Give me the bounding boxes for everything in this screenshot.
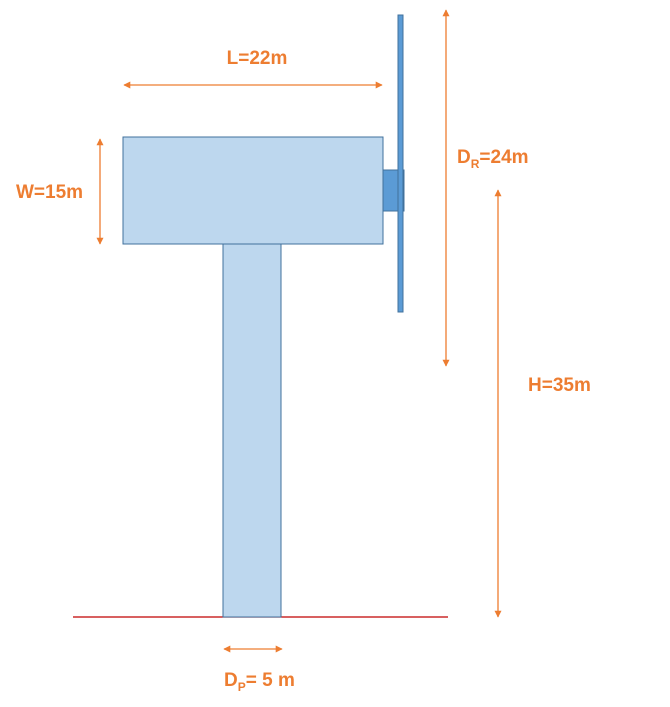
length-label: L=22m <box>227 48 288 69</box>
rotor-diameter-symbol: D <box>457 147 471 168</box>
pole-diameter-subscript: P <box>238 680 246 694</box>
height-label: H=35m <box>528 375 591 396</box>
rotor-diameter-label: DR=24m <box>457 147 529 171</box>
rotor-diameter-subscript: R <box>471 157 480 171</box>
pole-diameter-symbol: D <box>224 670 238 691</box>
pole-diameter-value: = 5 m <box>246 670 295 691</box>
tower-pole <box>222 243 282 618</box>
rotor-diameter-value: =24m <box>479 147 528 168</box>
rotor-blade <box>397 14 404 313</box>
nacelle-box <box>122 136 384 245</box>
pole-diameter-label: DP= 5 m <box>224 670 295 694</box>
width-label: W=15m <box>16 182 83 203</box>
